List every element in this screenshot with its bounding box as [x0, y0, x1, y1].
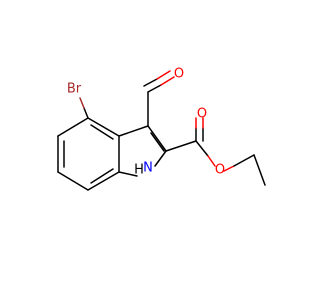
bond-c-o [156, 70, 171, 80]
bond-c-o [195, 140, 209, 157]
bond [154, 150, 167, 167]
bond-c-br [83, 107, 89, 119]
bond [87, 117, 120, 137]
molecule-diagram: Br O O O N H [57, 67, 266, 191]
pyrrole-ring [118, 125, 167, 177]
bond-c-o [147, 84, 162, 93]
bond [147, 125, 167, 152]
bond [87, 171, 120, 191]
nitrogen-atom: N [143, 161, 153, 176]
bond-c-o [143, 78, 158, 87]
bond [118, 171, 138, 177]
bond-c-o [160, 76, 175, 86]
bond [165, 140, 197, 152]
carbonyl-oxygen-atom: O [197, 107, 207, 122]
bond [57, 117, 89, 137]
double-bond-inner [150, 132, 165, 152]
double-bond-inner [90, 124, 114, 140]
benzene-ring [57, 117, 120, 191]
bond [233, 154, 255, 167]
bond [253, 154, 266, 186]
double-bond-inner [90, 168, 114, 184]
bond-c-o [207, 155, 216, 167]
bond-c-br [79, 97, 85, 109]
bromine-atom: Br [67, 82, 82, 97]
aldehyde-oxygen-atom: O [174, 67, 184, 82]
molecule-canvas: Br O O O N H [57, 66, 266, 191]
substituents [79, 70, 266, 186]
bond [118, 125, 149, 137]
ester-oxygen-atom: O [215, 163, 225, 178]
hydrogen-atom: H [134, 163, 144, 178]
bond-o-c [223, 165, 235, 172]
bond [57, 171, 89, 191]
